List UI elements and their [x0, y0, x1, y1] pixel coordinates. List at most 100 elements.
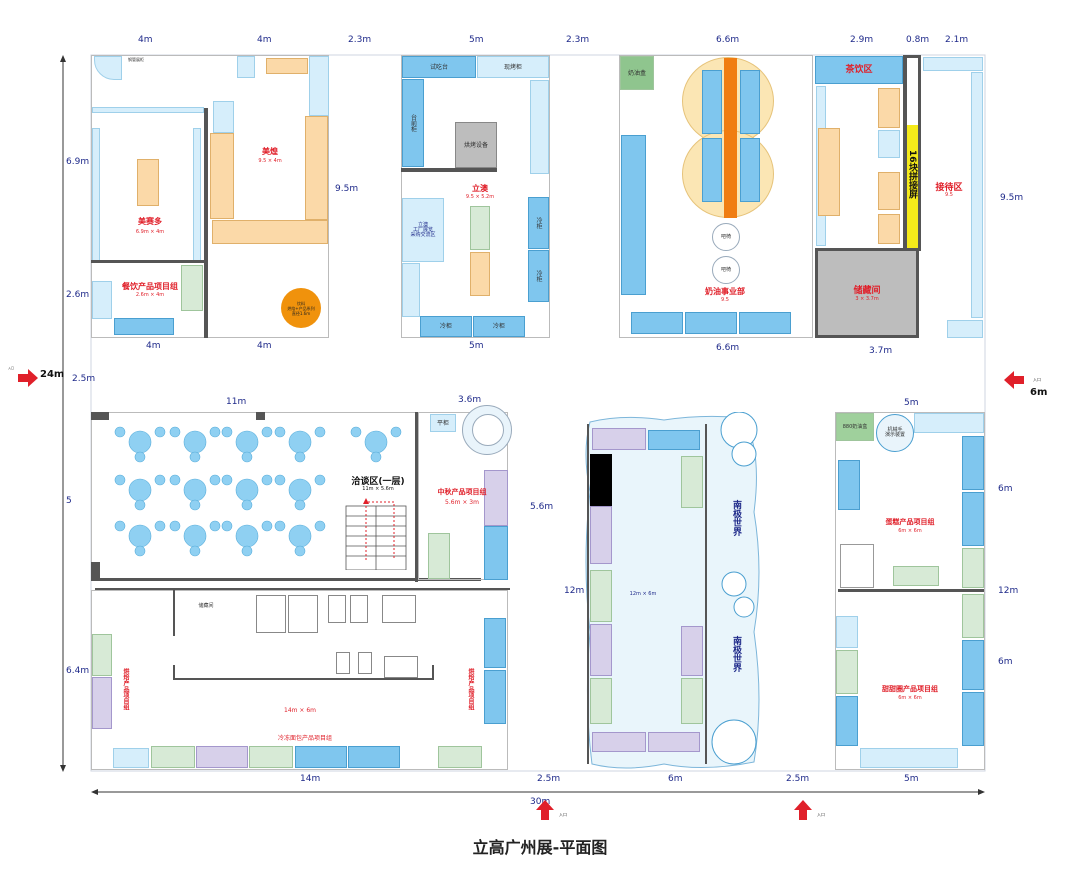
shiquan-tai-label: 试吃台	[429, 63, 448, 71]
naiyou-bottom-fridge-2	[685, 312, 737, 334]
dim-top-8: 0.8m	[906, 35, 930, 45]
tiantianquan-size: 6m × 6m	[898, 695, 922, 701]
hongkao-label: 烘烤设备	[463, 141, 488, 149]
entrance-arrow-left	[18, 369, 38, 391]
lenggui-bottom-1[interactable]: 冷柜	[420, 316, 472, 337]
wall-qiatan-right	[415, 412, 418, 582]
dim-left-4: 5	[66, 496, 72, 506]
taiqian-label: 台前柜	[409, 114, 417, 132]
dim-top-3: 2.3m	[348, 35, 372, 45]
nanji-top-1	[592, 428, 646, 450]
wall-right-mid	[838, 589, 984, 592]
dim-row1-bottom-3: 5m	[469, 341, 484, 351]
booth-nanji	[584, 411, 764, 770]
paoyou-box-3	[328, 595, 346, 623]
dim-top-7: 2.9m	[850, 35, 874, 45]
dim-aisle-5-6: 5.6m	[530, 502, 554, 512]
tian-left-3	[836, 696, 858, 746]
paoyou-bottom-1	[151, 746, 195, 768]
dim-left-2: 2.6m	[66, 290, 90, 300]
paoyou-bottom-5	[348, 746, 400, 768]
zhongqiu-title: 中秋产品项目组	[437, 488, 487, 496]
wall-qiatan-tl	[91, 412, 109, 420]
bar-stool-1-label: 吧椅	[720, 233, 731, 240]
nanji-left-1	[590, 506, 612, 564]
jixie-round: 机械手 演示装置	[876, 414, 914, 452]
counter-strip-2	[92, 128, 100, 263]
nanji-label-1: 南极世界	[731, 500, 741, 536]
dim-bottom-5: 5m	[904, 774, 919, 784]
stage-fridge-4	[740, 138, 760, 202]
jiedai-right-counter	[971, 72, 983, 318]
dim-mid-2: 3.6m	[458, 395, 482, 405]
meihuang-right-counter	[305, 116, 328, 220]
lenggui-right-1[interactable]: 冷柜	[528, 197, 549, 249]
paoyou-size: 14m × 6m	[284, 707, 316, 714]
counter-strip-3	[193, 128, 201, 263]
page-title: 立高广州展-平面图	[472, 838, 608, 857]
naiyou-bottom-fridge-1	[631, 312, 683, 334]
paoyou-bottom-2	[196, 746, 248, 768]
lenggui-bottom-2[interactable]: 冷柜	[473, 316, 525, 337]
bar-stool-2: 吧椅	[712, 256, 740, 284]
nanji-right-1	[681, 456, 703, 508]
wall-paoyou-1	[173, 590, 175, 636]
liao-title: 立澳	[472, 184, 488, 193]
tian-left-1	[836, 616, 858, 648]
dim-bottom-1: 14m	[300, 774, 321, 784]
lenggui-right-2[interactable]: 冷柜	[528, 250, 549, 302]
liao-display-1	[470, 206, 490, 250]
dangao-counter	[893, 566, 939, 586]
meihuang-size: 9.5 × 4m	[258, 158, 282, 164]
entrance-arrow-right	[1004, 371, 1024, 393]
jiedai-bottom-counter	[947, 320, 983, 338]
liao-display-2	[470, 252, 490, 296]
meihuang-right-wall-counter	[309, 56, 329, 116]
wall-screen-top	[903, 55, 921, 58]
tian-right-1	[962, 594, 984, 638]
dim-right-6m-b: 6m	[998, 657, 1013, 667]
chayin-right-counter-2	[878, 172, 900, 210]
screen-16-label: 16块拼接屏	[907, 150, 917, 199]
meisaiduo-size: 6.9m × 4m	[135, 229, 165, 235]
dim-top-2: 4m	[257, 35, 272, 45]
right-right-1	[962, 436, 984, 490]
youliao-label: 饮料 烘焙+产品系列 直径1.6m	[287, 300, 315, 316]
entrance-label-left: 入口	[7, 365, 14, 370]
center-size: 12m × 6m	[629, 591, 657, 597]
tian-left-2	[836, 650, 858, 694]
stage-fridge-1	[702, 70, 722, 134]
naiyouhe-label: 奶油盒	[627, 69, 646, 77]
xianzhi-gui[interactable]: 现烤柜	[477, 56, 549, 78]
entrance-label-bottom-1: 入口	[559, 811, 567, 817]
naiyouhe: 奶油盒	[620, 56, 654, 90]
taiqian-gui[interactable]: 台前柜	[402, 79, 424, 167]
wall-screen	[903, 55, 907, 251]
meihuang-stand	[237, 56, 255, 78]
nanji-label-2: 南极世界	[731, 636, 741, 672]
canyin-counter-left	[92, 281, 112, 319]
stage-fridge-3	[702, 138, 722, 202]
paoyou-right-2	[484, 670, 506, 724]
naiyou-title: 奶油事业部	[705, 287, 745, 296]
nanji-bottom-1	[592, 732, 646, 752]
dangao-size: 6m × 6m	[898, 528, 922, 534]
right-right-3	[962, 548, 984, 588]
chayin-right-counter-3	[878, 214, 900, 244]
zhongqiu-size: 5.6m × 3m	[445, 499, 479, 506]
meihuang-title: 美煌	[262, 147, 278, 156]
nanji-left-3	[590, 624, 612, 676]
pinggui[interactable]: 平柜	[430, 414, 456, 432]
canyin-fridge	[114, 318, 174, 335]
naiyou-size: 9.5	[721, 297, 729, 303]
chayin-title: 茶饮区	[845, 64, 873, 75]
dim-mid-3: 5m	[904, 398, 919, 408]
lenggui-1-label: 冷柜	[535, 217, 542, 229]
dim-bottom-4: 2.5m	[786, 774, 810, 784]
paoyou-side-label-right: 烘焙产品项目组	[467, 668, 474, 710]
canyin-title: 餐饮产品项目组	[122, 282, 178, 291]
dim-left-1: 6.9m	[66, 157, 90, 167]
wall-qiatan-tm	[256, 412, 265, 420]
nanji-left-2	[590, 570, 612, 622]
shiquan-tai[interactable]: 试吃台	[402, 56, 476, 78]
